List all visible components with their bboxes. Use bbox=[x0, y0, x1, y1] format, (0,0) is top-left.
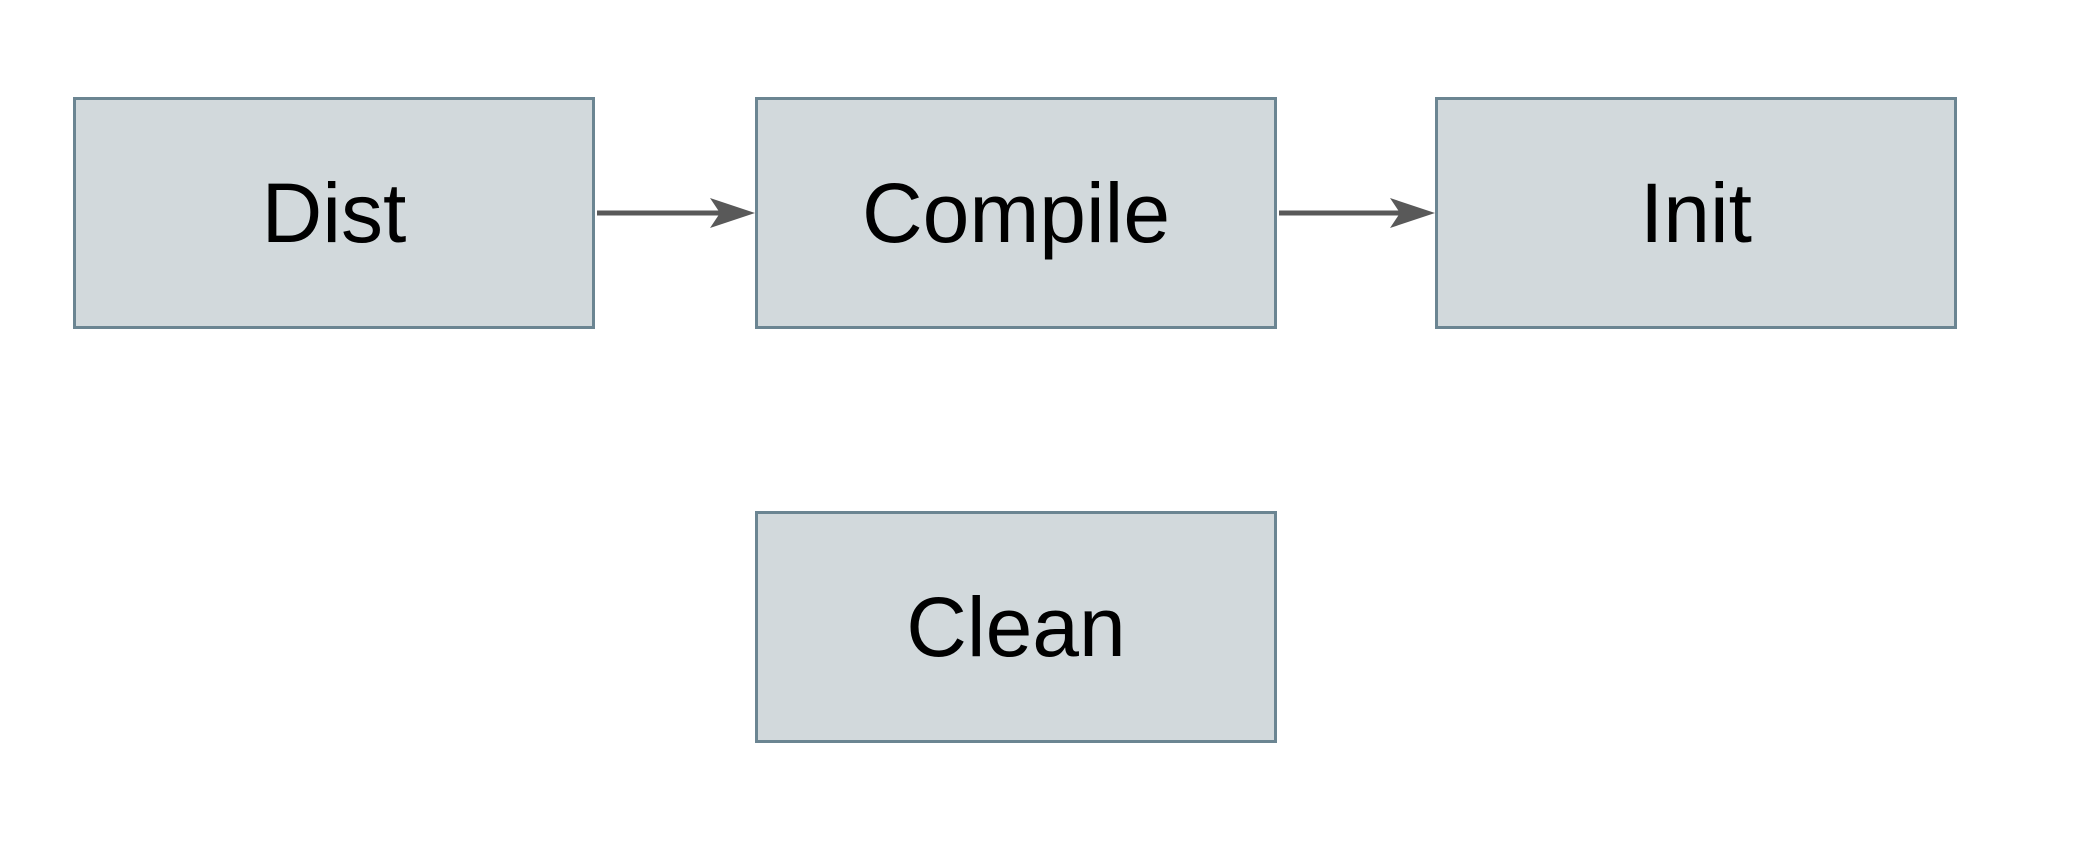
node-compile: Compile bbox=[755, 97, 1277, 329]
node-dist: Dist bbox=[73, 97, 595, 329]
node-compile-label: Compile bbox=[861, 166, 1171, 260]
node-clean: Clean bbox=[755, 511, 1277, 743]
node-init: Init bbox=[1435, 97, 1957, 329]
node-clean-label: Clean bbox=[906, 580, 1126, 674]
node-init-label: Init bbox=[1639, 166, 1753, 260]
node-dist-label: Dist bbox=[261, 166, 407, 260]
